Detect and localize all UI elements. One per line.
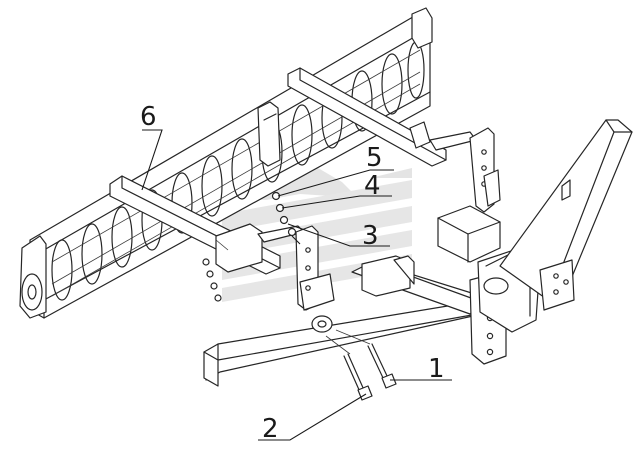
callout-3: 3: [362, 221, 379, 251]
support-arm: [499, 119, 633, 311]
callout-1: 1: [428, 354, 445, 384]
leader-lines: [141, 129, 452, 441]
callout-6: 6: [140, 102, 157, 132]
hitch-a-frame: [203, 205, 541, 387]
upper-drawbar: [287, 67, 501, 213]
fastener-set: [202, 191, 297, 302]
callout-5: 5: [366, 143, 383, 173]
bolts: [325, 329, 397, 401]
callout-4: 4: [364, 171, 381, 201]
lower-drawbar: [109, 175, 335, 311]
callout-2: 2: [262, 414, 279, 444]
